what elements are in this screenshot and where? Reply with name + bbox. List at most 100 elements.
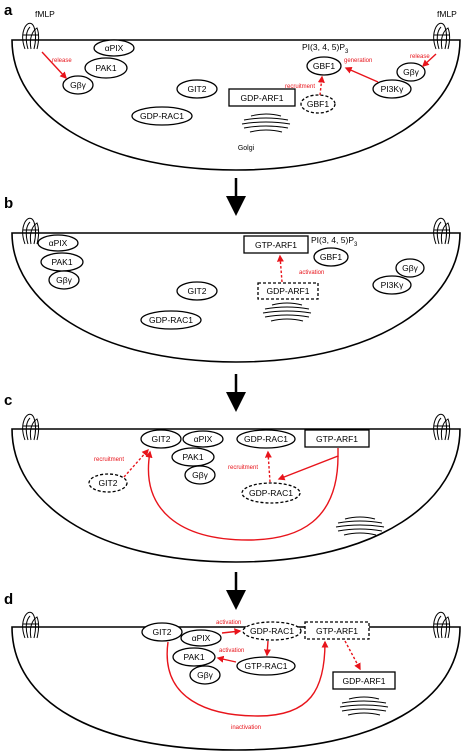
generation-arrow xyxy=(344,67,379,83)
gby-label: Gβγ xyxy=(197,670,214,680)
panel-letter: b xyxy=(4,195,13,212)
generation-label: generation xyxy=(344,58,372,64)
panel-d: d GIT2 αPIX PAK1 Gβγ GDP-RAC1 GTP-RAC1 G… xyxy=(4,591,461,751)
golgi-icon xyxy=(339,696,389,716)
recruitment-arrow xyxy=(123,448,149,478)
gby-node xyxy=(48,270,80,290)
receptor-icon xyxy=(22,217,40,245)
apix-node xyxy=(182,430,224,448)
gby-node xyxy=(395,258,425,278)
gdp-rac1-label: GDP-RAC1 xyxy=(140,111,184,121)
gtp-arf1-node xyxy=(304,429,370,448)
gbf1-label: GBF1 xyxy=(313,61,335,71)
gdp-arf1-node xyxy=(332,671,396,690)
gdp-rac1-cytosolic-node xyxy=(241,482,301,504)
git2-node xyxy=(176,281,218,301)
receptor-icon xyxy=(22,611,40,639)
recruitment-label: recruitment xyxy=(285,84,315,90)
gdp-rac1-label: GDP-RAC1 xyxy=(250,626,294,636)
gtp-arf1-node xyxy=(243,235,309,254)
gtp-arf1-label: GTP-ARF1 xyxy=(316,626,358,636)
inactivation-line xyxy=(166,640,329,717)
gdp-rac1-label: GDP-RAC1 xyxy=(149,315,193,325)
gtp-rac1-node xyxy=(236,656,296,676)
gby-node xyxy=(62,75,94,95)
gdp-arf1-label: GDP-ARF1 xyxy=(267,286,310,296)
gdp-arf1-node xyxy=(257,282,319,300)
recruitment-label: recruitment xyxy=(228,465,258,471)
panel-letter: a xyxy=(4,2,13,19)
pi3k-node xyxy=(372,275,412,295)
golgi-icon xyxy=(241,113,291,133)
git2-label: GIT2 xyxy=(188,286,207,296)
git2-node xyxy=(176,79,218,99)
gby-node xyxy=(396,62,426,82)
golgi-icon xyxy=(262,302,312,322)
receptor-icon xyxy=(433,413,451,441)
apix-label: αPIX xyxy=(192,633,211,643)
cell-outline xyxy=(11,39,461,171)
gdp-arf1-label: GDP-ARF1 xyxy=(241,93,284,103)
release-label: release xyxy=(52,58,72,64)
gdp-rac1-label: GDP-RAC1 xyxy=(244,434,288,444)
release-arrow xyxy=(41,51,67,80)
gby-label: Gβγ xyxy=(192,470,209,480)
pak1-label: PAK1 xyxy=(183,652,204,662)
gdp-rac1-node xyxy=(242,621,302,641)
apix-label: αPIX xyxy=(49,238,68,248)
gtp-arf1-to-git2-line xyxy=(145,450,339,541)
step-arrow xyxy=(226,374,246,412)
receptor-icon xyxy=(433,22,451,50)
fmlp-label: fMLP xyxy=(437,9,457,19)
gby-label: Gβγ xyxy=(70,80,87,90)
cell-outline xyxy=(11,626,461,751)
cell-outline xyxy=(11,428,461,563)
gdp-arf1-label: GDP-ARF1 xyxy=(343,676,386,686)
gbf1-cytosolic-label: GBF1 xyxy=(307,99,329,109)
gtp-arf1-label: GTP-ARF1 xyxy=(255,240,297,250)
apix-node xyxy=(93,39,135,57)
pak1-label: PAK1 xyxy=(51,257,72,267)
pak1-node xyxy=(172,647,216,667)
git2-node xyxy=(141,622,183,642)
activation-arrow xyxy=(276,254,284,283)
recruitment-arrow xyxy=(317,75,325,96)
git2-label: GIT2 xyxy=(153,627,172,637)
apix-label: αPIX xyxy=(105,43,124,53)
receptor-icon xyxy=(22,413,40,441)
activation-label: activation xyxy=(216,620,241,626)
apix-node xyxy=(180,629,222,647)
recruitment-label: recruitment xyxy=(94,457,124,463)
recruitment-arrow xyxy=(264,450,272,483)
gtp-arf1-label: GTP-ARF1 xyxy=(316,434,358,444)
pip3-label: PI(3, 4, 5)P3 xyxy=(302,42,349,55)
release-label: release xyxy=(410,54,430,60)
gtp-rac1-label: GTP-RAC1 xyxy=(245,661,288,671)
gby-label: Gβγ xyxy=(402,263,419,273)
gbf1-node xyxy=(306,56,342,76)
gtp-to-gdp-arf1-arrow xyxy=(344,640,361,671)
panel-letter: d xyxy=(4,591,13,608)
gdp-rac1-cytosolic-label: GDP-RAC1 xyxy=(249,488,293,498)
step-arrow xyxy=(226,572,246,610)
receptor-icon xyxy=(22,22,40,50)
golgi-label: Golgi xyxy=(238,145,255,152)
gbf1-cytosolic-node xyxy=(300,94,336,114)
step-arrow xyxy=(226,178,246,216)
gdp-to-gtp-rac1-arrow xyxy=(263,640,271,657)
golgi-icon xyxy=(335,516,385,536)
gdp-rac1-node xyxy=(236,429,296,449)
panel-b: b αPIX PAK1 Gβγ GIT2 GDP-RAC1 GTP-ARF1 P… xyxy=(4,195,461,363)
receptor-icon xyxy=(433,217,451,245)
pip3-label: PI(3, 4, 5)P3 xyxy=(311,235,358,248)
pak1-node xyxy=(171,447,215,467)
release-arrow xyxy=(421,53,437,67)
activation-arrow xyxy=(221,628,242,636)
apix-label: αPIX xyxy=(194,434,213,444)
activation-arrow xyxy=(216,655,237,663)
gdp-arf1-node xyxy=(228,88,296,107)
gby-node xyxy=(189,665,221,685)
pak1-label: PAK1 xyxy=(95,63,116,73)
pak1-label: PAK1 xyxy=(182,452,203,462)
